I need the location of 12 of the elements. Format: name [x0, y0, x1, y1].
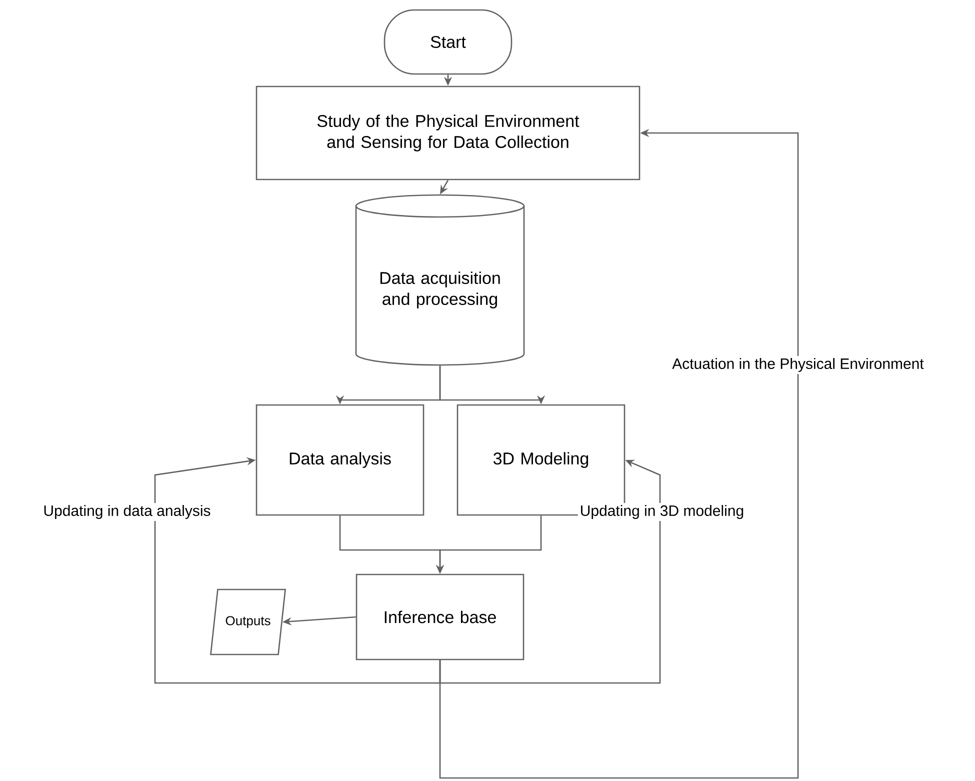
process-box: Study of the Physical Environment and Sensing for Data Collection [256, 86, 640, 180]
edge-label: Actuation in the Physical Environment [670, 356, 926, 374]
process-box: Data analysis [256, 404, 424, 516]
edge-label: Updating in data analysis [41, 503, 213, 521]
start-terminal: Start [384, 9, 512, 75]
arrow [439, 460, 661, 684]
arrow [154, 457, 441, 684]
process-box: Inference base [356, 574, 524, 660]
edge-label: Updating in 3D modeling [578, 503, 746, 521]
database-cylinder: Data acquisition and processing [355, 194, 525, 366]
node-label: Data acquisition and processing [380, 272, 500, 308]
output-parallelogram: Outputs [210, 588, 286, 656]
